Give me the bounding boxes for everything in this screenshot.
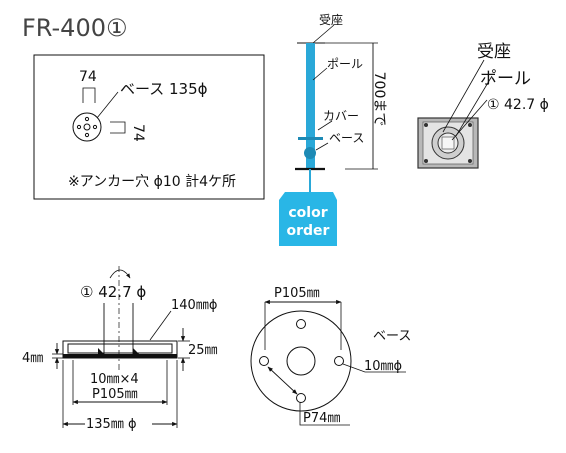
section-pitch-label: P105㎜ bbox=[92, 387, 138, 402]
bolt-hole-top bbox=[296, 319, 306, 329]
section-outer-label: 140㎜ϕ bbox=[171, 298, 217, 313]
anchor-base-label: ベース 135ϕ bbox=[120, 80, 208, 98]
pole-base-label: ベース bbox=[329, 131, 364, 145]
pole-height-label: 700まで bbox=[371, 72, 387, 127]
plan-hole-label: 10㎜ϕ bbox=[364, 359, 402, 374]
anchor-hole-box: 74 ベース 135ϕ 74 ※アンカー穴 ϕ10 計4ケ所 bbox=[33, 54, 265, 200]
section-height-right: 25㎜ bbox=[188, 343, 218, 358]
section-height-left: 4㎜ bbox=[22, 351, 43, 366]
bolt-hole-left bbox=[259, 356, 269, 366]
anchor-dim-right: 74 bbox=[130, 124, 146, 142]
product-title: FR-400① bbox=[22, 14, 128, 42]
pole-diagram: 受座 ポール カバー ベース 700まで color order bbox=[279, 12, 387, 246]
section-holes-label: 10㎜×4 bbox=[90, 372, 139, 387]
topview-pole-label: ポール bbox=[480, 69, 531, 89]
base-plan-view: P105㎜ ベース 10㎜ϕ P74㎜ bbox=[250, 286, 411, 426]
topview-receiver-label: 受座 bbox=[477, 42, 511, 62]
anchor-note: ※アンカー穴 ϕ10 計4ケ所 bbox=[68, 174, 236, 190]
anchor-dim-top: 74 bbox=[79, 69, 97, 85]
topview-diameter-label: ① 42.7 ϕ bbox=[487, 97, 549, 113]
badge-line2: order bbox=[287, 223, 330, 239]
bolt-hole-right bbox=[334, 356, 344, 366]
cover-ring bbox=[298, 137, 323, 140]
pole-receiver-label: 受座 bbox=[319, 12, 343, 27]
pole-pole-label: ポール bbox=[327, 57, 363, 71]
cover-joint bbox=[304, 147, 316, 159]
color-order-badge: color order bbox=[279, 192, 337, 246]
plan-pitch-top-label: P105㎜ bbox=[274, 286, 320, 301]
badge-line1: color bbox=[288, 205, 327, 221]
section-diameter-label: ① 42.7 ϕ bbox=[80, 283, 146, 301]
receiver-top-view: 受座 ポール ① 42.7 ϕ bbox=[417, 42, 549, 169]
pole-shaft bbox=[306, 43, 315, 169]
bolt-hole-bottom bbox=[296, 393, 306, 403]
base-center-hole bbox=[286, 346, 316, 376]
pole-cover-label: カバー bbox=[323, 109, 359, 123]
plan-pitch-diag-label: P74㎜ bbox=[303, 411, 340, 426]
plan-name-label: ベース bbox=[373, 329, 411, 344]
base-outline bbox=[250, 310, 352, 412]
anchor-base-circle bbox=[72, 112, 102, 142]
base-side-section: ① 42.7 ϕ 140㎜ϕ 25㎜ 4㎜ 10㎜×4 P105㎜ 135㎜ ϕ bbox=[22, 266, 218, 432]
section-width-label: 135㎜ ϕ bbox=[86, 417, 137, 432]
